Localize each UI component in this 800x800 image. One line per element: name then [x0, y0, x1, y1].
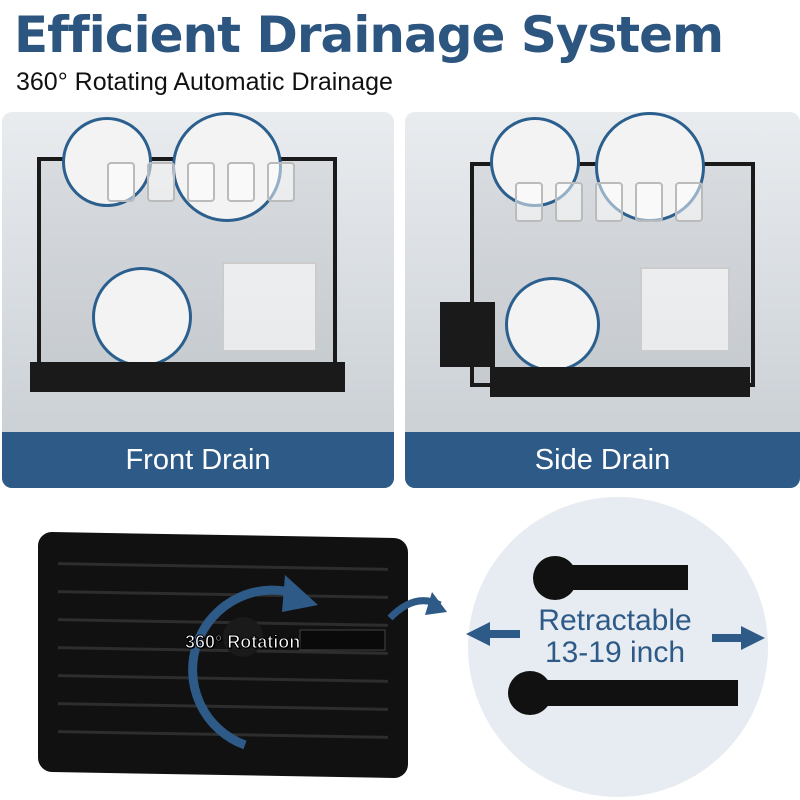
front-drain-label: Front Drain	[2, 432, 394, 488]
cup	[147, 162, 175, 202]
cup	[187, 162, 215, 202]
side-drain-label: Side Drain	[405, 432, 800, 488]
plate	[505, 277, 600, 372]
cup	[675, 182, 703, 222]
cup	[555, 182, 583, 222]
length-range-text: 13-19 inch	[544, 636, 686, 669]
retractable-label: Retractable 13-19 inch	[520, 605, 710, 669]
food-container	[222, 262, 317, 352]
page-title: Efficient Drainage System	[14, 6, 724, 64]
cup	[267, 162, 295, 202]
cup	[595, 182, 623, 222]
drain-tray	[30, 362, 345, 392]
retractable-text: Retractable	[538, 604, 692, 637]
food-container	[640, 267, 730, 352]
cup	[635, 182, 663, 222]
drain-tray	[490, 367, 750, 397]
page-subtitle: 360° Rotating Automatic Drainage	[16, 68, 393, 96]
front-drain-photo: Front Drain	[2, 112, 394, 488]
cup	[515, 182, 543, 222]
cup	[107, 162, 135, 202]
extension-detail	[468, 497, 768, 797]
cup	[227, 162, 255, 202]
plate	[62, 117, 152, 207]
rotation-annotation: 360° Rotation	[184, 632, 301, 653]
side-drain-photo: Side Drain	[405, 112, 800, 488]
utensil-holder	[440, 302, 495, 367]
